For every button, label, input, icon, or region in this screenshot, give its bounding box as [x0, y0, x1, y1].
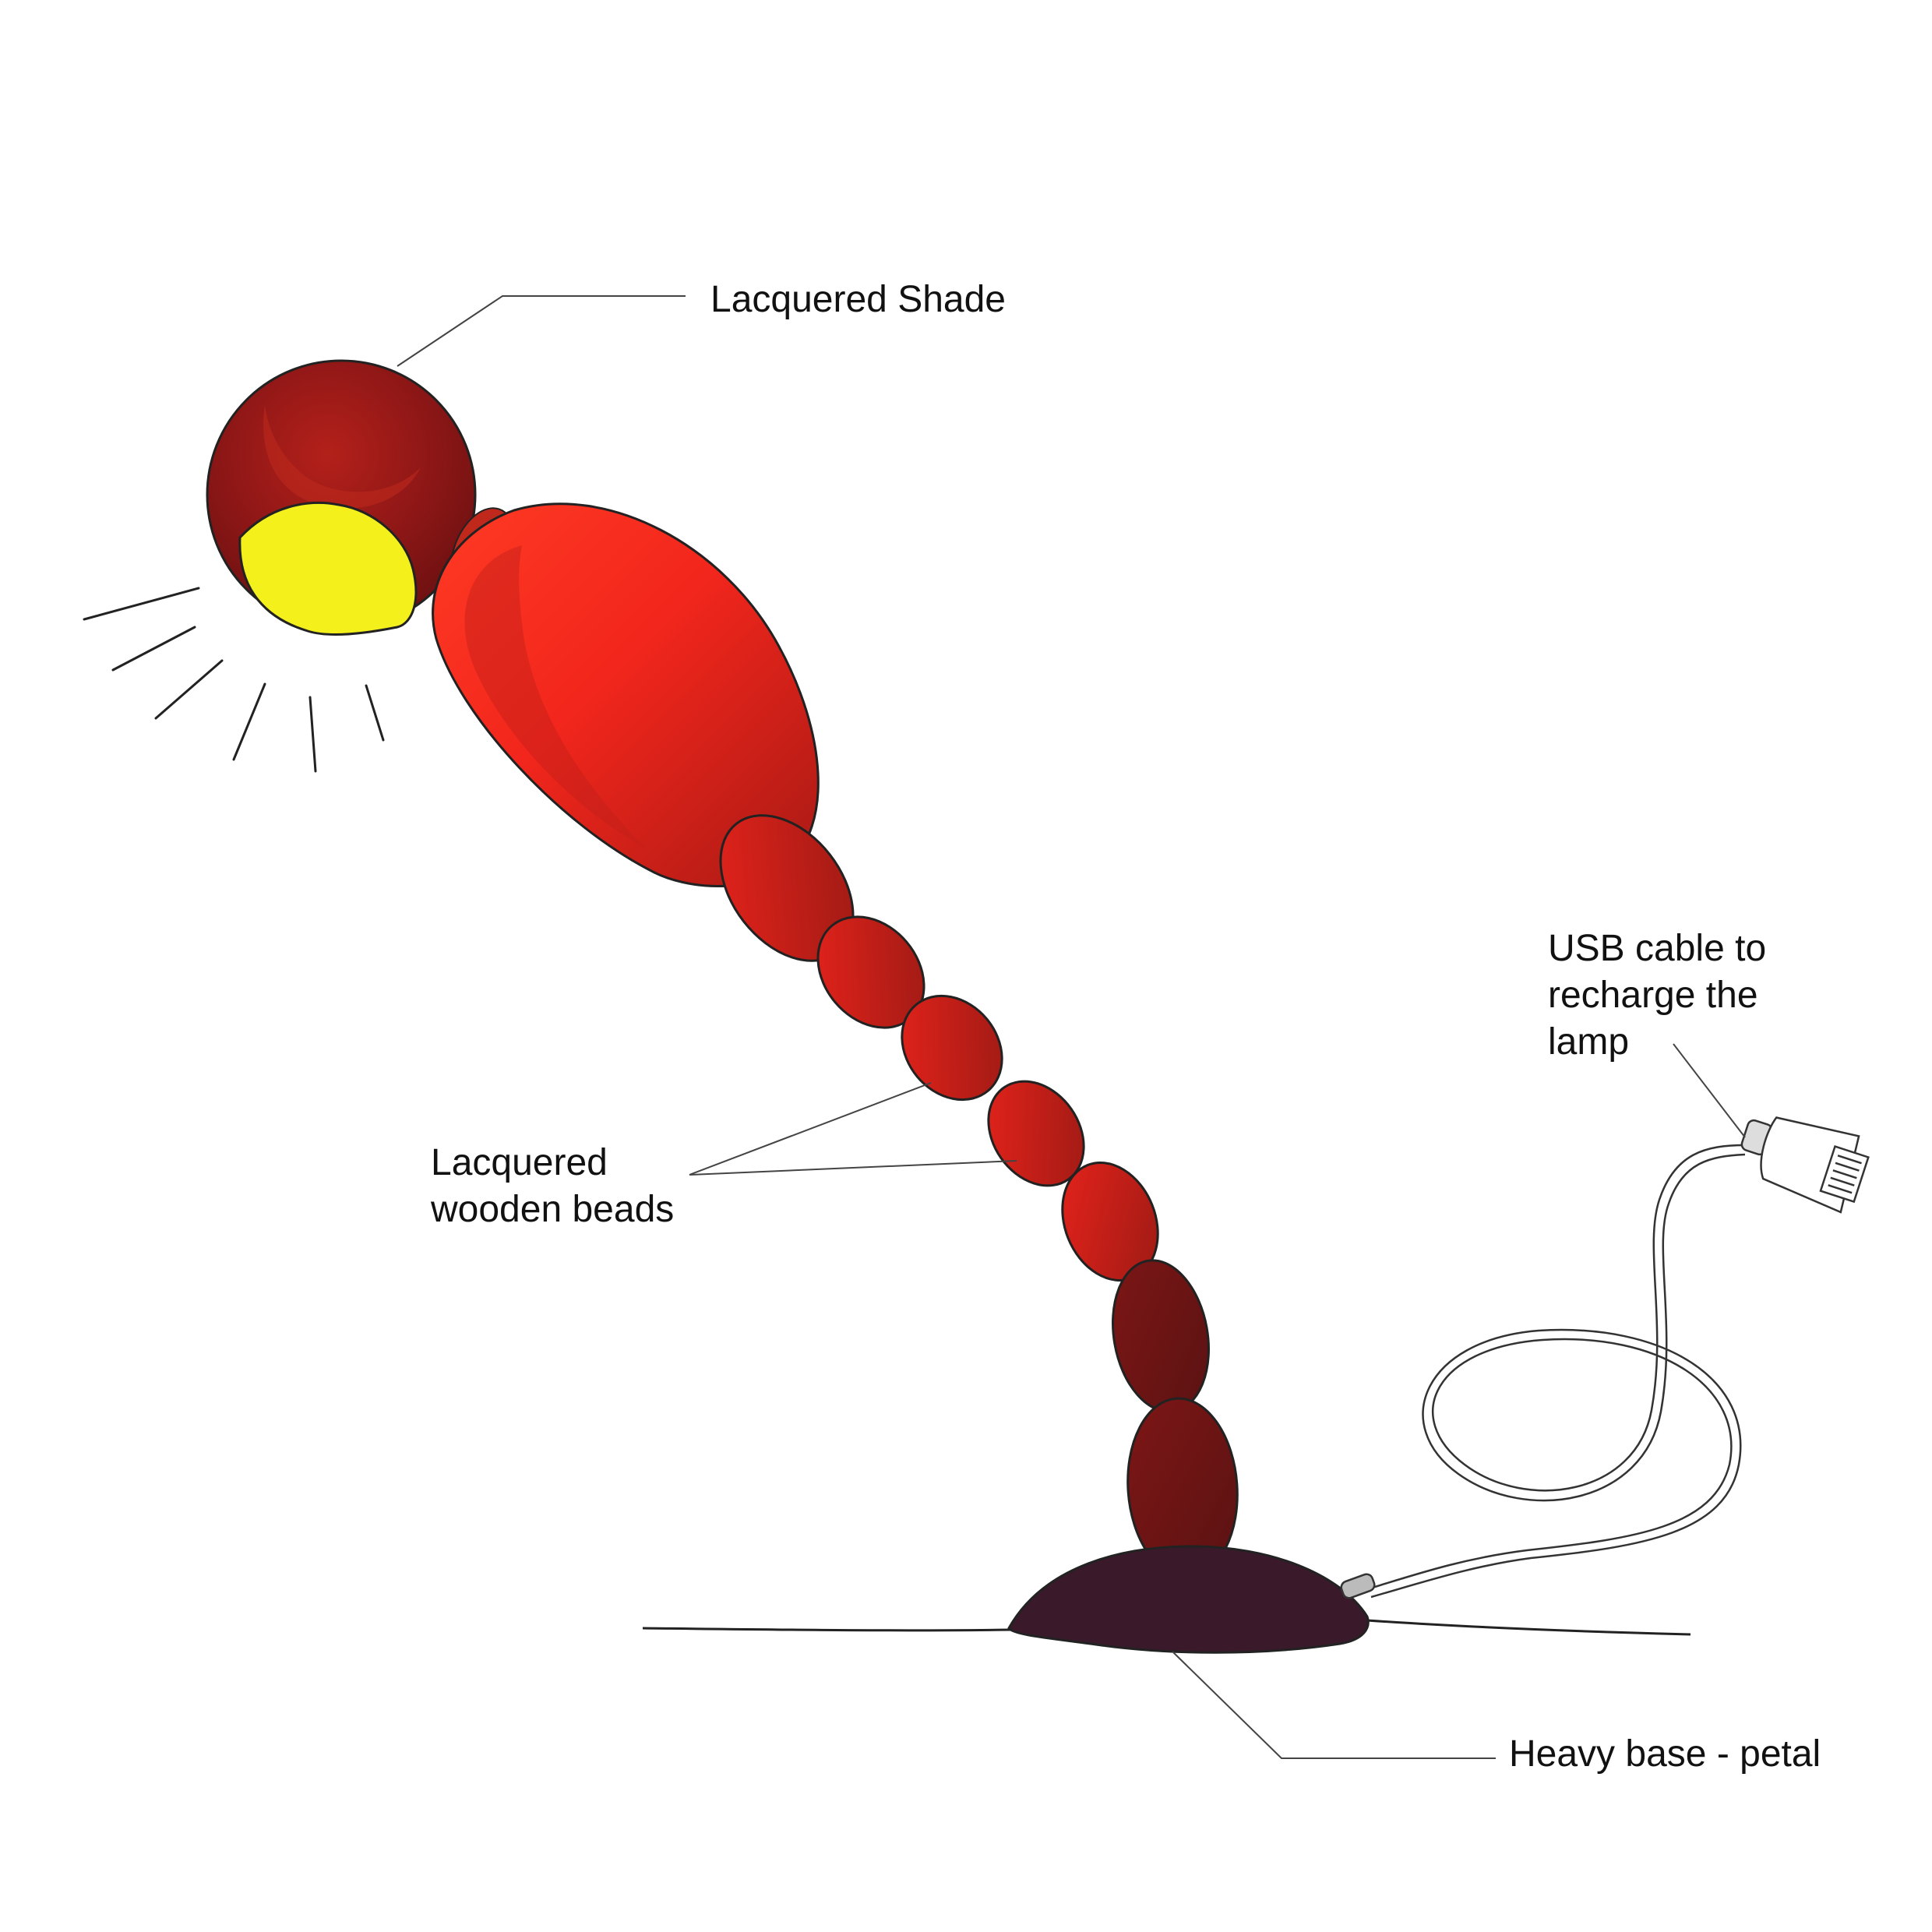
bead: [987, 1080, 1085, 1187]
shade-leader: [397, 295, 686, 367]
label-wooden-beads: Lacquered wooden beads: [431, 1140, 674, 1233]
beads-leader: [689, 1082, 932, 1176]
heavy-base: [642, 1545, 1691, 1654]
light-ray: [365, 684, 385, 742]
label-line: Lacquered Shade: [710, 279, 1006, 320]
label-line: USB cable to: [1548, 928, 1767, 969]
label-line: wooden beads: [431, 1189, 675, 1230]
label-heavy-base: Heavy base - petal: [1509, 1731, 1821, 1778]
label-line: recharge the: [1548, 975, 1758, 1016]
lamp-light: [238, 501, 418, 636]
beads-leader: [689, 1160, 1017, 1176]
light-rays: [83, 587, 385, 773]
label-line: Heavy base - petal: [1509, 1733, 1821, 1775]
label-line: Lacquered: [431, 1142, 608, 1183]
usb-cable: [1340, 1116, 1870, 1599]
usb-leader: [1673, 1043, 1746, 1138]
light-ray: [83, 587, 200, 621]
wooden-beads: [719, 814, 1239, 1579]
light-ray: [111, 626, 196, 672]
light-ray: [232, 682, 266, 761]
leader-lines: [397, 295, 1746, 1759]
label-line: lamp: [1548, 1021, 1630, 1063]
bead: [901, 994, 1003, 1102]
cable-strain-relief: [1340, 1573, 1376, 1599]
usb-plug: [1740, 1116, 1870, 1214]
base-leader: [1172, 1651, 1496, 1759]
light-ray: [154, 659, 224, 720]
light-ray: [308, 696, 317, 773]
label-usb-cable: USB cable to recharge the lamp: [1548, 925, 1766, 1066]
label-lacquered-shade: Lacquered Shade: [710, 277, 1006, 323]
